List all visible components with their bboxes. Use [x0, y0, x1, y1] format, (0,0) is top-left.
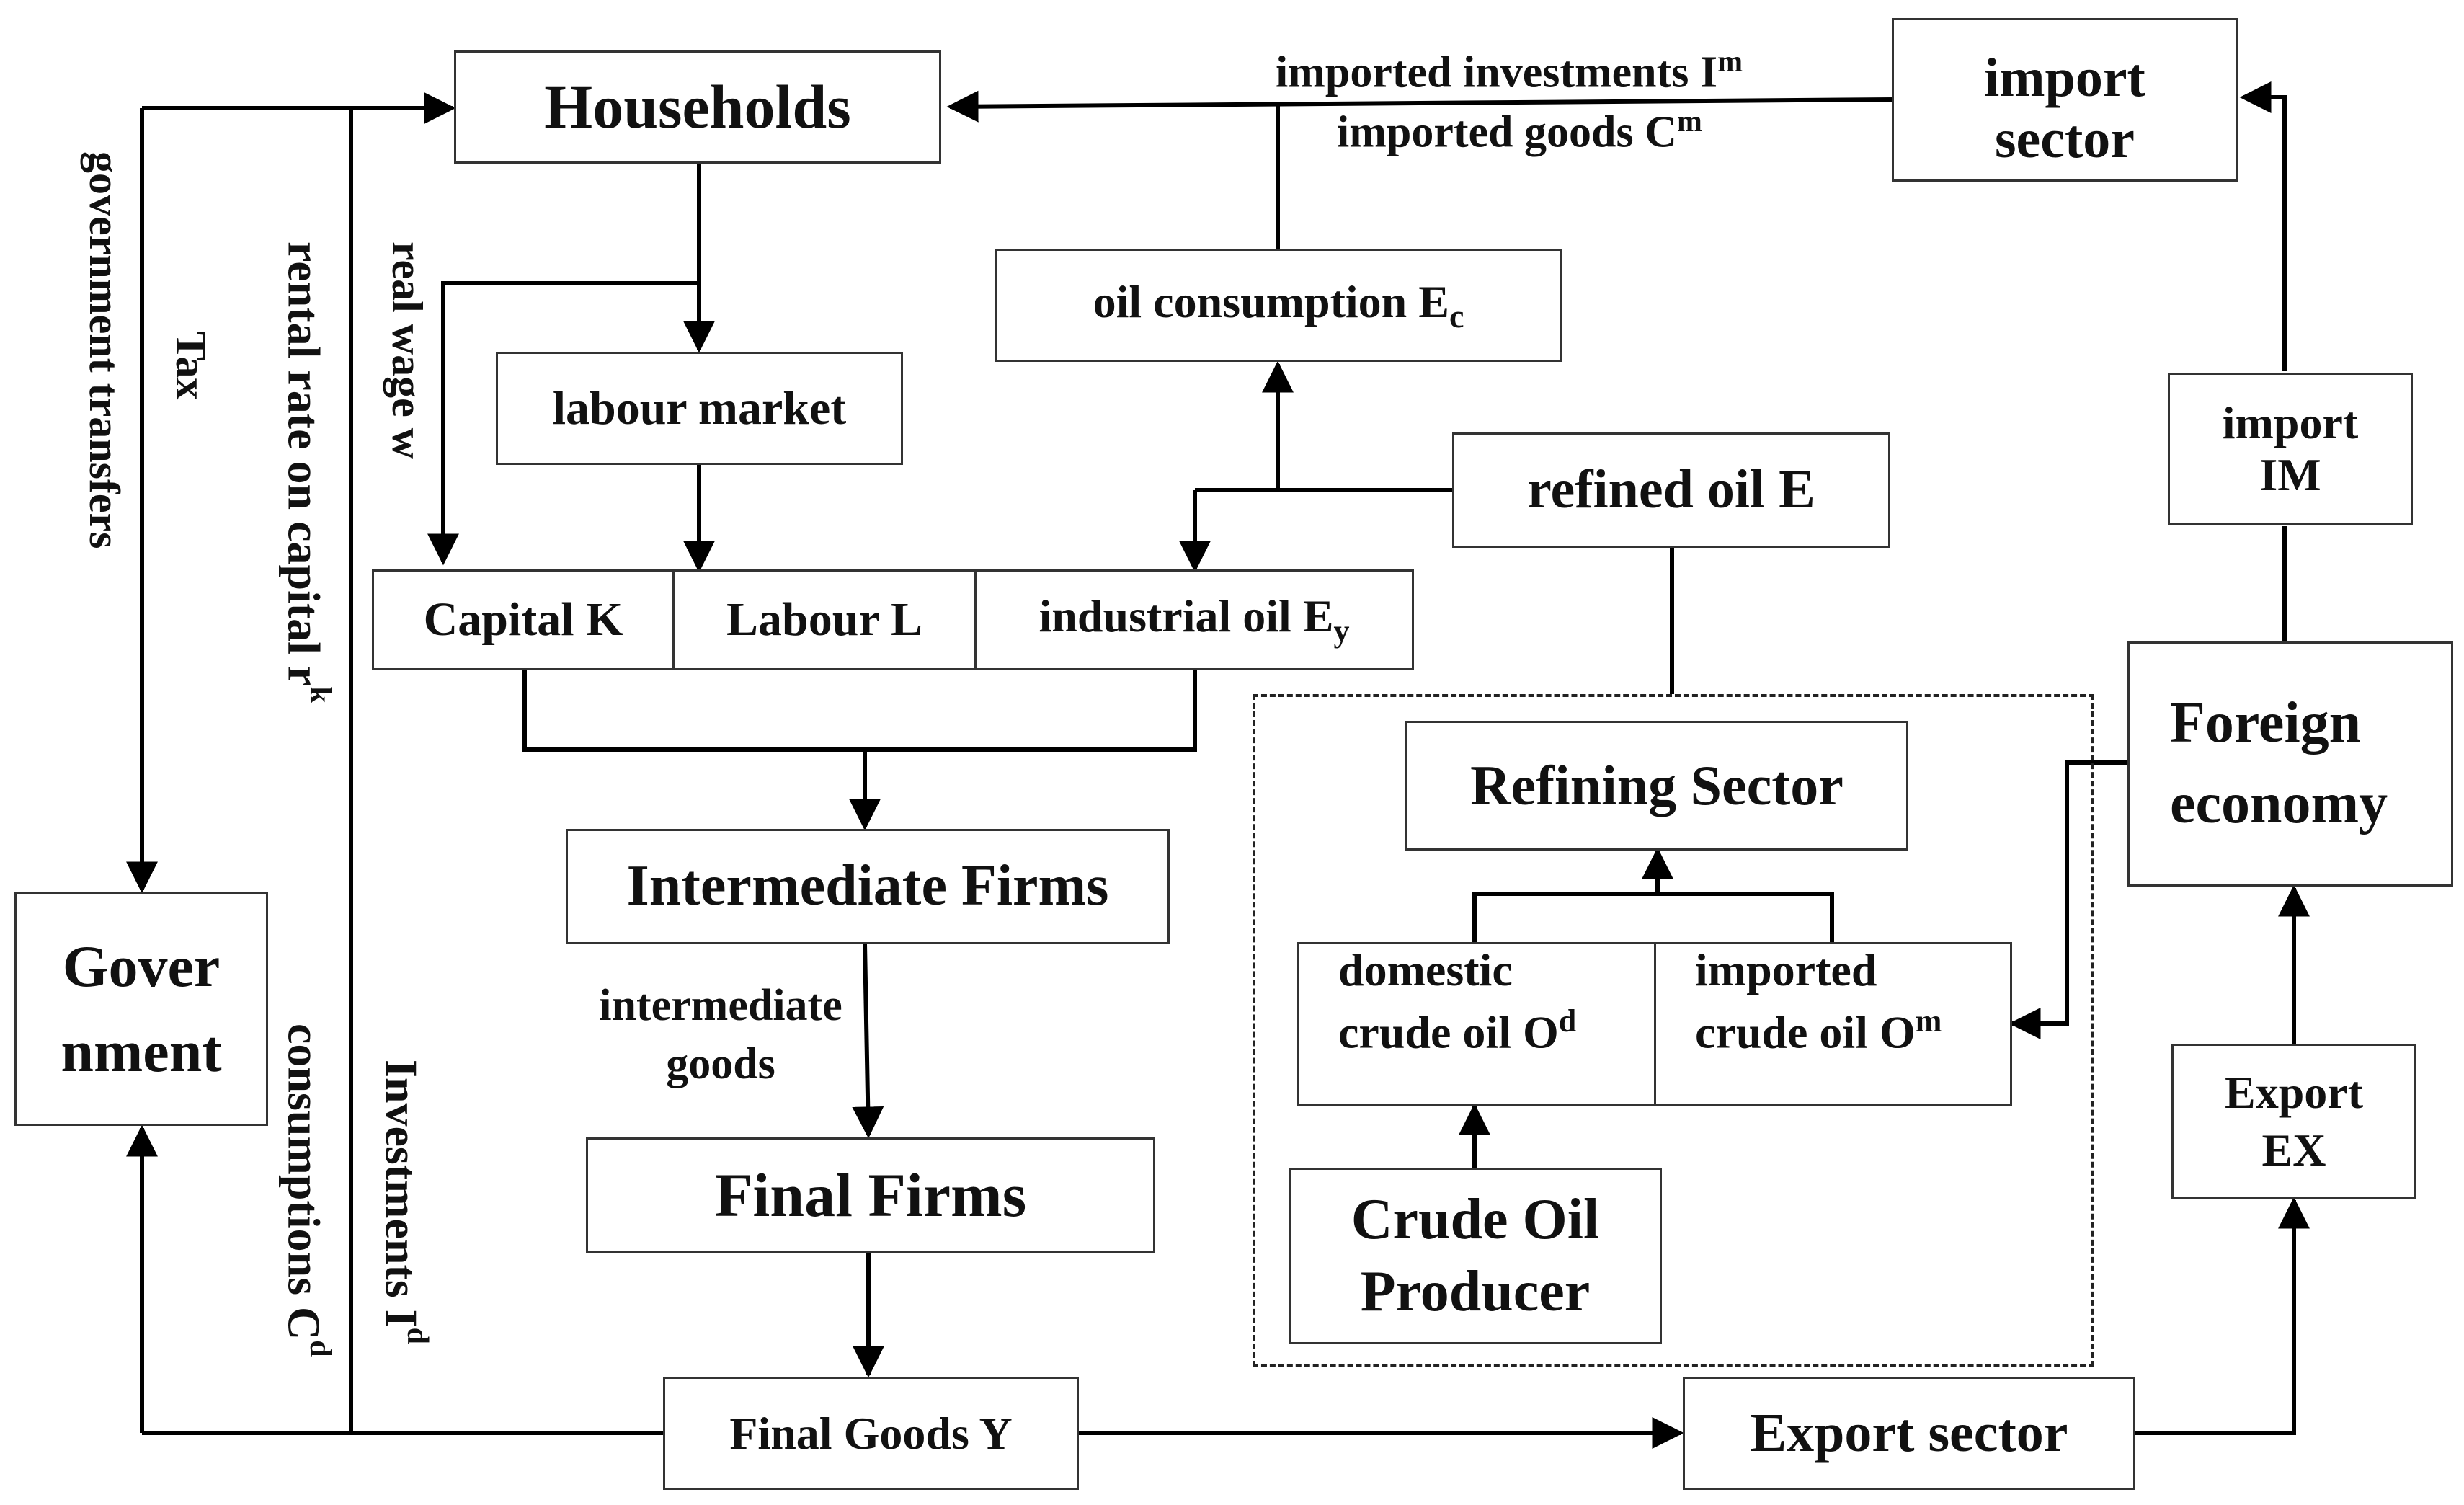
- imported-crude-label-2: crude oil Om: [1695, 1003, 1942, 1057]
- arrow-export-sector-to-export-ex: [2135, 1197, 2310, 1435]
- line-crude-bracket: [1472, 892, 1834, 942]
- industrial-oil-label: industrial oil Ey: [1038, 590, 1350, 649]
- import-sector-label: import sector: [1984, 48, 2145, 170]
- government-transfers-label: government transfers: [81, 151, 128, 549]
- oil-consumption-box: oil consumption Ec: [995, 249, 1562, 362]
- capital-box: Capital K: [372, 569, 675, 670]
- intermediate-firms-box: Intermediate Firms: [566, 829, 1170, 944]
- crude-oil-producer-label-2: Producer: [1360, 1259, 1591, 1323]
- arrow-import-im-to-import-sector: [2239, 81, 2287, 371]
- oil-consumption-label: oil consumption Ec: [1093, 275, 1464, 334]
- import-sector-box: import sector: [1892, 18, 2238, 182]
- refined-oil-label: refined oil E: [1527, 459, 1815, 520]
- final-goods-box: Final Goods Y: [663, 1377, 1079, 1490]
- foreign-economy-label-2: economy: [2170, 772, 2388, 835]
- refined-oil-box: refined oil E: [1452, 432, 1890, 548]
- domestic-crude-label-1: domestic: [1338, 944, 1513, 995]
- arrow-import-to-households: [946, 90, 1895, 123]
- crude-oil-producer-label-1: Crude Oil: [1351, 1187, 1600, 1251]
- export-ex-box: Export EX: [2171, 1044, 2416, 1199]
- intermediate-goods-label: intermediate goods: [599, 981, 842, 1089]
- imported-crude-box: imported crude oil Om: [1654, 942, 2012, 1106]
- government-label-1: Gover: [62, 933, 221, 999]
- imported-crude-label-1: imported: [1695, 944, 1877, 995]
- arrow-intermediate-to-final: [852, 944, 884, 1139]
- domestic-crude-box: domestic crude oil Od: [1297, 942, 1656, 1106]
- labour-market-box: labour market: [496, 352, 903, 465]
- export-ex-label-1: Export: [2225, 1066, 2363, 1118]
- capital-label: Capital K: [423, 593, 623, 647]
- foreign-economy-label-1: Foreign: [2170, 691, 2362, 755]
- arrow-foreign-to-imported-crude: [2009, 760, 2127, 1039]
- foreign-economy-box: Foreign economy: [2127, 641, 2453, 887]
- investments-label: Investments Id: [375, 1060, 434, 1344]
- labour-market-label: labour market: [552, 381, 847, 435]
- government-box: Gover nment: [14, 892, 268, 1126]
- domestic-crude-label-2: crude oil Od: [1338, 1003, 1577, 1057]
- tax-label: Tax: [167, 332, 215, 400]
- government-label-2: nment: [61, 1018, 222, 1084]
- households-box: Households: [454, 50, 941, 164]
- intermediate-firms-label: Intermediate Firms: [626, 854, 1109, 918]
- labour-label: Labour L: [726, 593, 923, 647]
- consumptions-label: consumptions Cd: [278, 1024, 337, 1357]
- rental-rate-label: rental rate on capital rk: [278, 241, 337, 703]
- final-goods-label: Final Goods Y: [729, 1407, 1013, 1459]
- export-ex-label-2: EX: [2261, 1124, 2326, 1176]
- import-im-label-2: IM: [2259, 449, 2321, 500]
- imported-investments-label: imported investments Im: [1276, 45, 1743, 97]
- final-firms-label: Final Firms: [714, 1160, 1027, 1230]
- arrow-real-wage-to-capital: [427, 281, 699, 566]
- refining-sector-label: Refining Sector: [1470, 754, 1843, 817]
- imported-goods-label: imported goods Cm: [1337, 105, 1702, 157]
- crude-oil-producer-box: Crude Oil Producer: [1289, 1168, 1662, 1344]
- export-sector-label: Export sector: [1750, 1402, 2068, 1463]
- labour-box: Labour L: [672, 569, 977, 670]
- final-firms-box: Final Firms: [586, 1137, 1155, 1253]
- import-im-box: import IM: [2168, 373, 2413, 525]
- real-wage-label: real wage w: [383, 241, 431, 460]
- households-label: Households: [544, 72, 851, 142]
- export-sector-box: Export sector: [1683, 1377, 2135, 1490]
- refining-region: [1253, 694, 2094, 1367]
- import-im-label-1: import: [2222, 397, 2359, 449]
- refining-sector-box: Refining Sector: [1405, 721, 1908, 851]
- industrial-oil-box: industrial oil Ey: [974, 569, 1414, 670]
- line-capital-bracket: [522, 670, 1197, 752]
